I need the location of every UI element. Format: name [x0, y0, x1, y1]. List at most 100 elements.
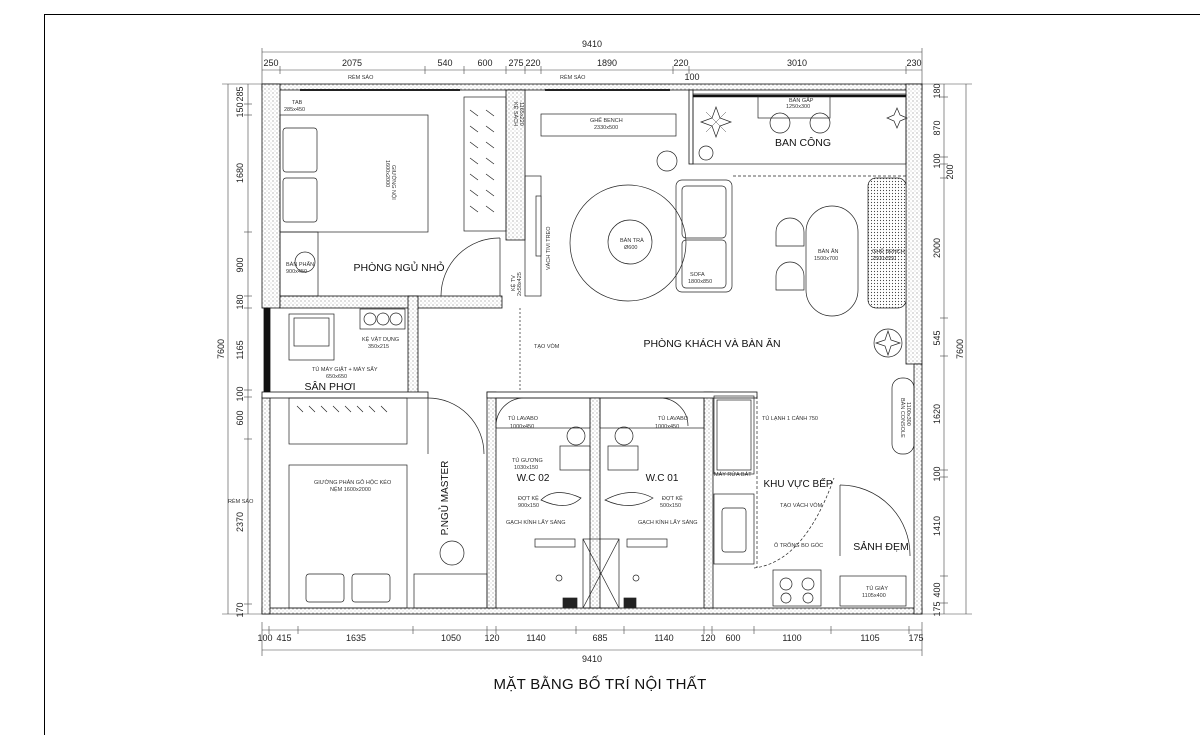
dim-bot-0: 100: [257, 633, 272, 643]
dim-top-1: 2075: [342, 58, 362, 68]
dim-top-9: 230: [906, 58, 921, 68]
dim-right-10: 175: [932, 601, 942, 616]
dim-right-8: 1410: [932, 516, 942, 536]
balcony-area: [692, 93, 907, 165]
note-console: BÀN CONSOLE: [899, 398, 906, 438]
room-lobby: SẢNH ĐẸM: [853, 540, 908, 553]
dim-top-7: 220: [673, 58, 688, 68]
plant-icon-3: [873, 328, 903, 358]
vanity-desk: [279, 231, 319, 297]
note-fridge: TỦ LẠNH 1 CÁNH 750: [762, 415, 818, 422]
note-console-size: 1100x300: [905, 402, 911, 426]
note-bed-small: GIƯỜNG NỘI: [390, 165, 397, 200]
room-wc01: W.C 01: [646, 473, 679, 484]
dim-right-3: 200: [945, 164, 955, 179]
room-living: PHÒNG KHÁCH VÀ BÀN ĂN: [643, 337, 780, 350]
dimension-lines: [222, 48, 972, 656]
note-sofa: SOFA: [690, 272, 705, 278]
dim-bot-4: 120: [484, 633, 499, 643]
dim-top-6: 1890: [597, 58, 617, 68]
note-lavabo-right-size: 1000x450: [655, 424, 679, 430]
note-rem-sao-2: RÈM SÁO: [560, 74, 586, 81]
note-bed-small-size: 1600x2000: [384, 160, 390, 187]
bed-small: [279, 114, 429, 233]
dim-left-total: 7600: [216, 339, 226, 359]
dim-bot-10: 1100: [782, 633, 801, 643]
note-utility: KỆ VẬT DỤNG: [362, 335, 399, 343]
dim-left-8: 2370: [235, 512, 245, 532]
dim-top-3: 600: [477, 58, 492, 68]
note-lavabo-left: TỦ LAVABO: [508, 415, 539, 422]
dim-right-0: 180: [932, 83, 942, 98]
note-dining-size: 1500x700: [814, 256, 838, 262]
dim-bot-5: 1140: [526, 633, 545, 643]
bench-living: [540, 113, 677, 137]
note-master-bed-size: NỆM 1600x2000: [330, 485, 371, 493]
note-rem-sao-3: RÈM SÁO: [228, 498, 254, 505]
dim-bot-9: 600: [725, 633, 740, 643]
dim-top-total: 9410: [582, 39, 602, 49]
dimension-texts: 9410 250 2075 540 600 275 220 1890 220 3…: [216, 39, 965, 664]
note-shoe: TỦ GIÀY: [866, 585, 888, 592]
dim-top-5: 220: [525, 58, 540, 68]
furniture: [279, 89, 915, 609]
dim-left-0: 285: [235, 86, 245, 101]
note-coffee: BÀN TRÀ: [620, 237, 644, 244]
dim-right-1: 870: [932, 120, 942, 135]
note-tv-wall: VÁCH TIVI TREO: [545, 226, 552, 270]
floor-plan: 9410 250 2075 540 600 275 220 1890 220 3…: [216, 39, 972, 664]
plant-icon: [699, 105, 733, 139]
note-shelf-right-size: 500x150: [660, 503, 681, 509]
note-tab: TAB: [292, 100, 303, 106]
glass-block: [582, 538, 620, 609]
room-balcony: BAN CÔNG: [775, 136, 831, 149]
dim-left-3: 900: [235, 257, 245, 272]
note-tab-size: 285x450: [284, 107, 305, 113]
console: [891, 377, 915, 455]
dining-table: [805, 205, 859, 317]
dim-top-2: 540: [437, 58, 452, 68]
dim-bot-7: 1140: [654, 633, 673, 643]
door-arc-master: [427, 397, 485, 455]
utility-shelf: [359, 308, 406, 330]
note-desk-size: 900x450: [286, 269, 307, 275]
note-arch: TẠO VÒM: [534, 343, 560, 350]
note-bench: GHẾ BENCH: [590, 117, 623, 124]
note-shelf-right: ĐỢT KỆ: [662, 494, 683, 502]
bench-dining: [867, 177, 907, 309]
dim-bot-12: 175: [908, 633, 923, 643]
dim-left-1: 150: [235, 102, 245, 117]
door-arc-bedroom: [440, 237, 501, 297]
plant-icon-2: [886, 107, 908, 129]
dim-bottom-total: 9410: [582, 654, 602, 664]
dim-right-7: 100: [932, 466, 942, 481]
folding-table: [757, 95, 831, 119]
door-arc-entry: [839, 484, 911, 557]
dim-top-8: 3010: [787, 58, 807, 68]
note-shelf-left: ĐỢT KỆ: [518, 494, 539, 502]
note-rem-sao-1: RÈM SÁO: [348, 74, 374, 81]
master-wardrobe: [288, 397, 408, 445]
note-lavabo-left-size: 1000x450: [510, 424, 534, 430]
note-folding-size: 1250x300: [786, 104, 810, 110]
dim-top-4: 275: [508, 58, 523, 68]
dim-right-9: 400: [932, 582, 942, 597]
shoe-cabinet: [839, 575, 907, 607]
dim-left-4: 180: [235, 294, 245, 309]
room-wc02: W.C 02: [517, 473, 550, 484]
dim-left-9: 170: [235, 602, 245, 617]
annotations: RÈM SÁO RÈM SÁO RÈM SÁO TAB 285x450 GIƯỜ…: [228, 74, 911, 599]
note-corner: Ô TRỐNG BO GÓC: [774, 542, 823, 549]
note-washer: TỦ MÁY GIẶT + MÁY SẤY: [312, 366, 378, 373]
dim-bot-1: 415: [276, 633, 291, 643]
note-bookshelf: KỆ SÁCH: [512, 102, 520, 126]
note-folding: BÀN GẤP: [789, 97, 814, 104]
note-washer-size: 650x650: [326, 374, 347, 380]
note-dishwasher: MÁY RỬA BÁT: [714, 471, 752, 478]
dim-right-total: 7600: [955, 339, 965, 359]
note-bench2-size: 2500x550: [872, 256, 896, 262]
dim-bot-8: 120: [700, 633, 715, 643]
washer: [288, 313, 335, 361]
note-mirror: TỦ GƯƠNG: [512, 457, 543, 464]
wardrobe: [463, 96, 507, 232]
